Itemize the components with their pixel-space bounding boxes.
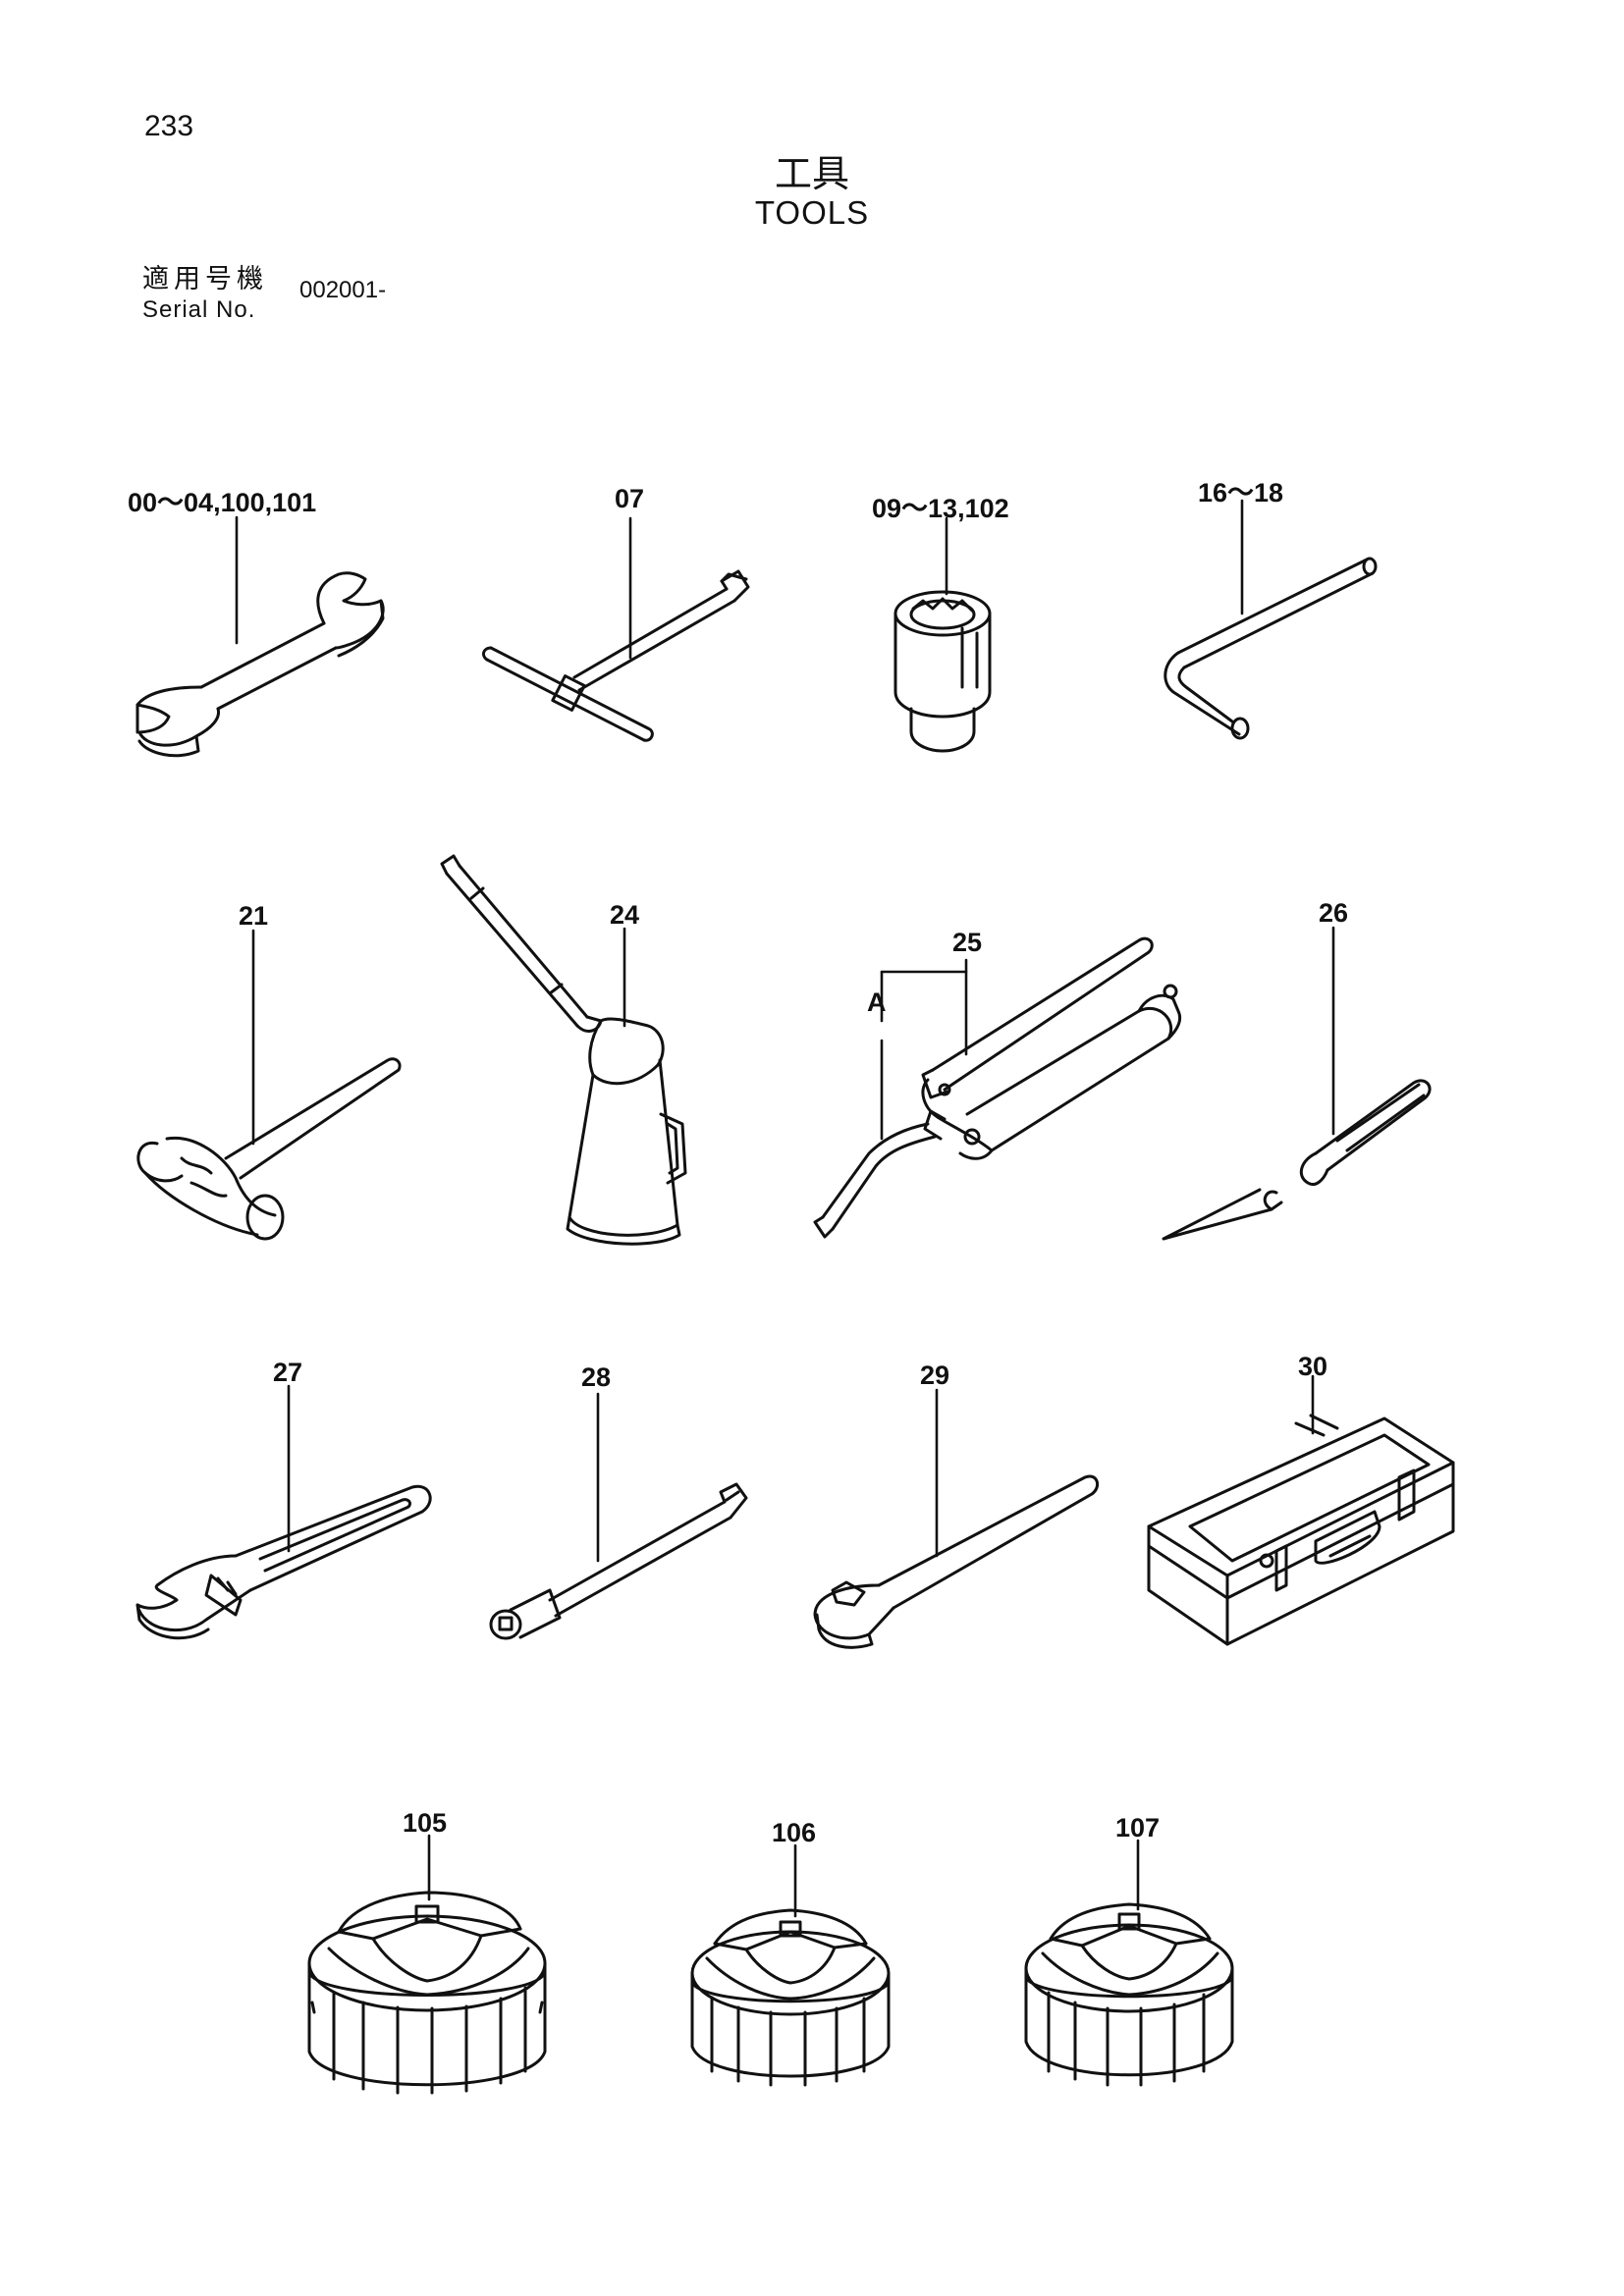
callout-filter-wrench-3: 107 xyxy=(1115,1813,1161,1842)
filter-wrench-105-drawing xyxy=(307,1834,547,2095)
screwdriver-drawing xyxy=(1162,926,1432,1241)
callout-hammer: 21 xyxy=(239,901,269,931)
ratchet-handle-drawing xyxy=(813,1388,1100,1649)
callout-grease-gun: 25 xyxy=(952,928,983,957)
callout-oiler: 24 xyxy=(610,900,640,930)
hex-key-drawing xyxy=(1164,499,1378,740)
filter-wrench-106-drawing xyxy=(690,1843,891,2087)
tool-box-drawing xyxy=(1147,1374,1455,1646)
callout-adjustable-wrench: 27 xyxy=(273,1358,303,1387)
callout-filter-wrench-2: 106 xyxy=(772,1818,817,1847)
oil-can-drawing xyxy=(440,854,687,1246)
callout-screwdriver: 26 xyxy=(1319,898,1349,928)
page-title-en: TOOLS xyxy=(754,194,870,231)
serial-label-en: Serial No. xyxy=(142,296,256,323)
filter-wrench-107-drawing xyxy=(1024,1839,1234,2087)
t-handle-drawing xyxy=(482,516,750,742)
extension-bar-drawing xyxy=(489,1392,748,1640)
callout-t-handle: 07 xyxy=(615,484,645,513)
page-title-jp: 工具 xyxy=(774,152,849,195)
callout-filter-wrench-1: 105 xyxy=(403,1808,448,1838)
callout-ratchet: 29 xyxy=(920,1361,950,1390)
hammer-drawing xyxy=(136,929,402,1241)
callout-wrench: 00～04,100,101 xyxy=(128,488,317,517)
callout-hex-key: 16～18 xyxy=(1198,478,1284,507)
adjustable-wrench-drawing xyxy=(135,1384,432,1640)
grease-gun-drawing xyxy=(813,936,1182,1239)
double-open-end-wrench-drawing xyxy=(135,515,385,758)
socket-drawing xyxy=(893,516,992,753)
serial-number-value: 002001- xyxy=(299,277,387,303)
callout-socket: 09～13,102 xyxy=(872,494,1009,523)
callout-extension-bar: 28 xyxy=(581,1362,612,1392)
serial-label-jp: 適用号機 xyxy=(142,264,268,294)
page-number: 233 xyxy=(144,110,194,142)
